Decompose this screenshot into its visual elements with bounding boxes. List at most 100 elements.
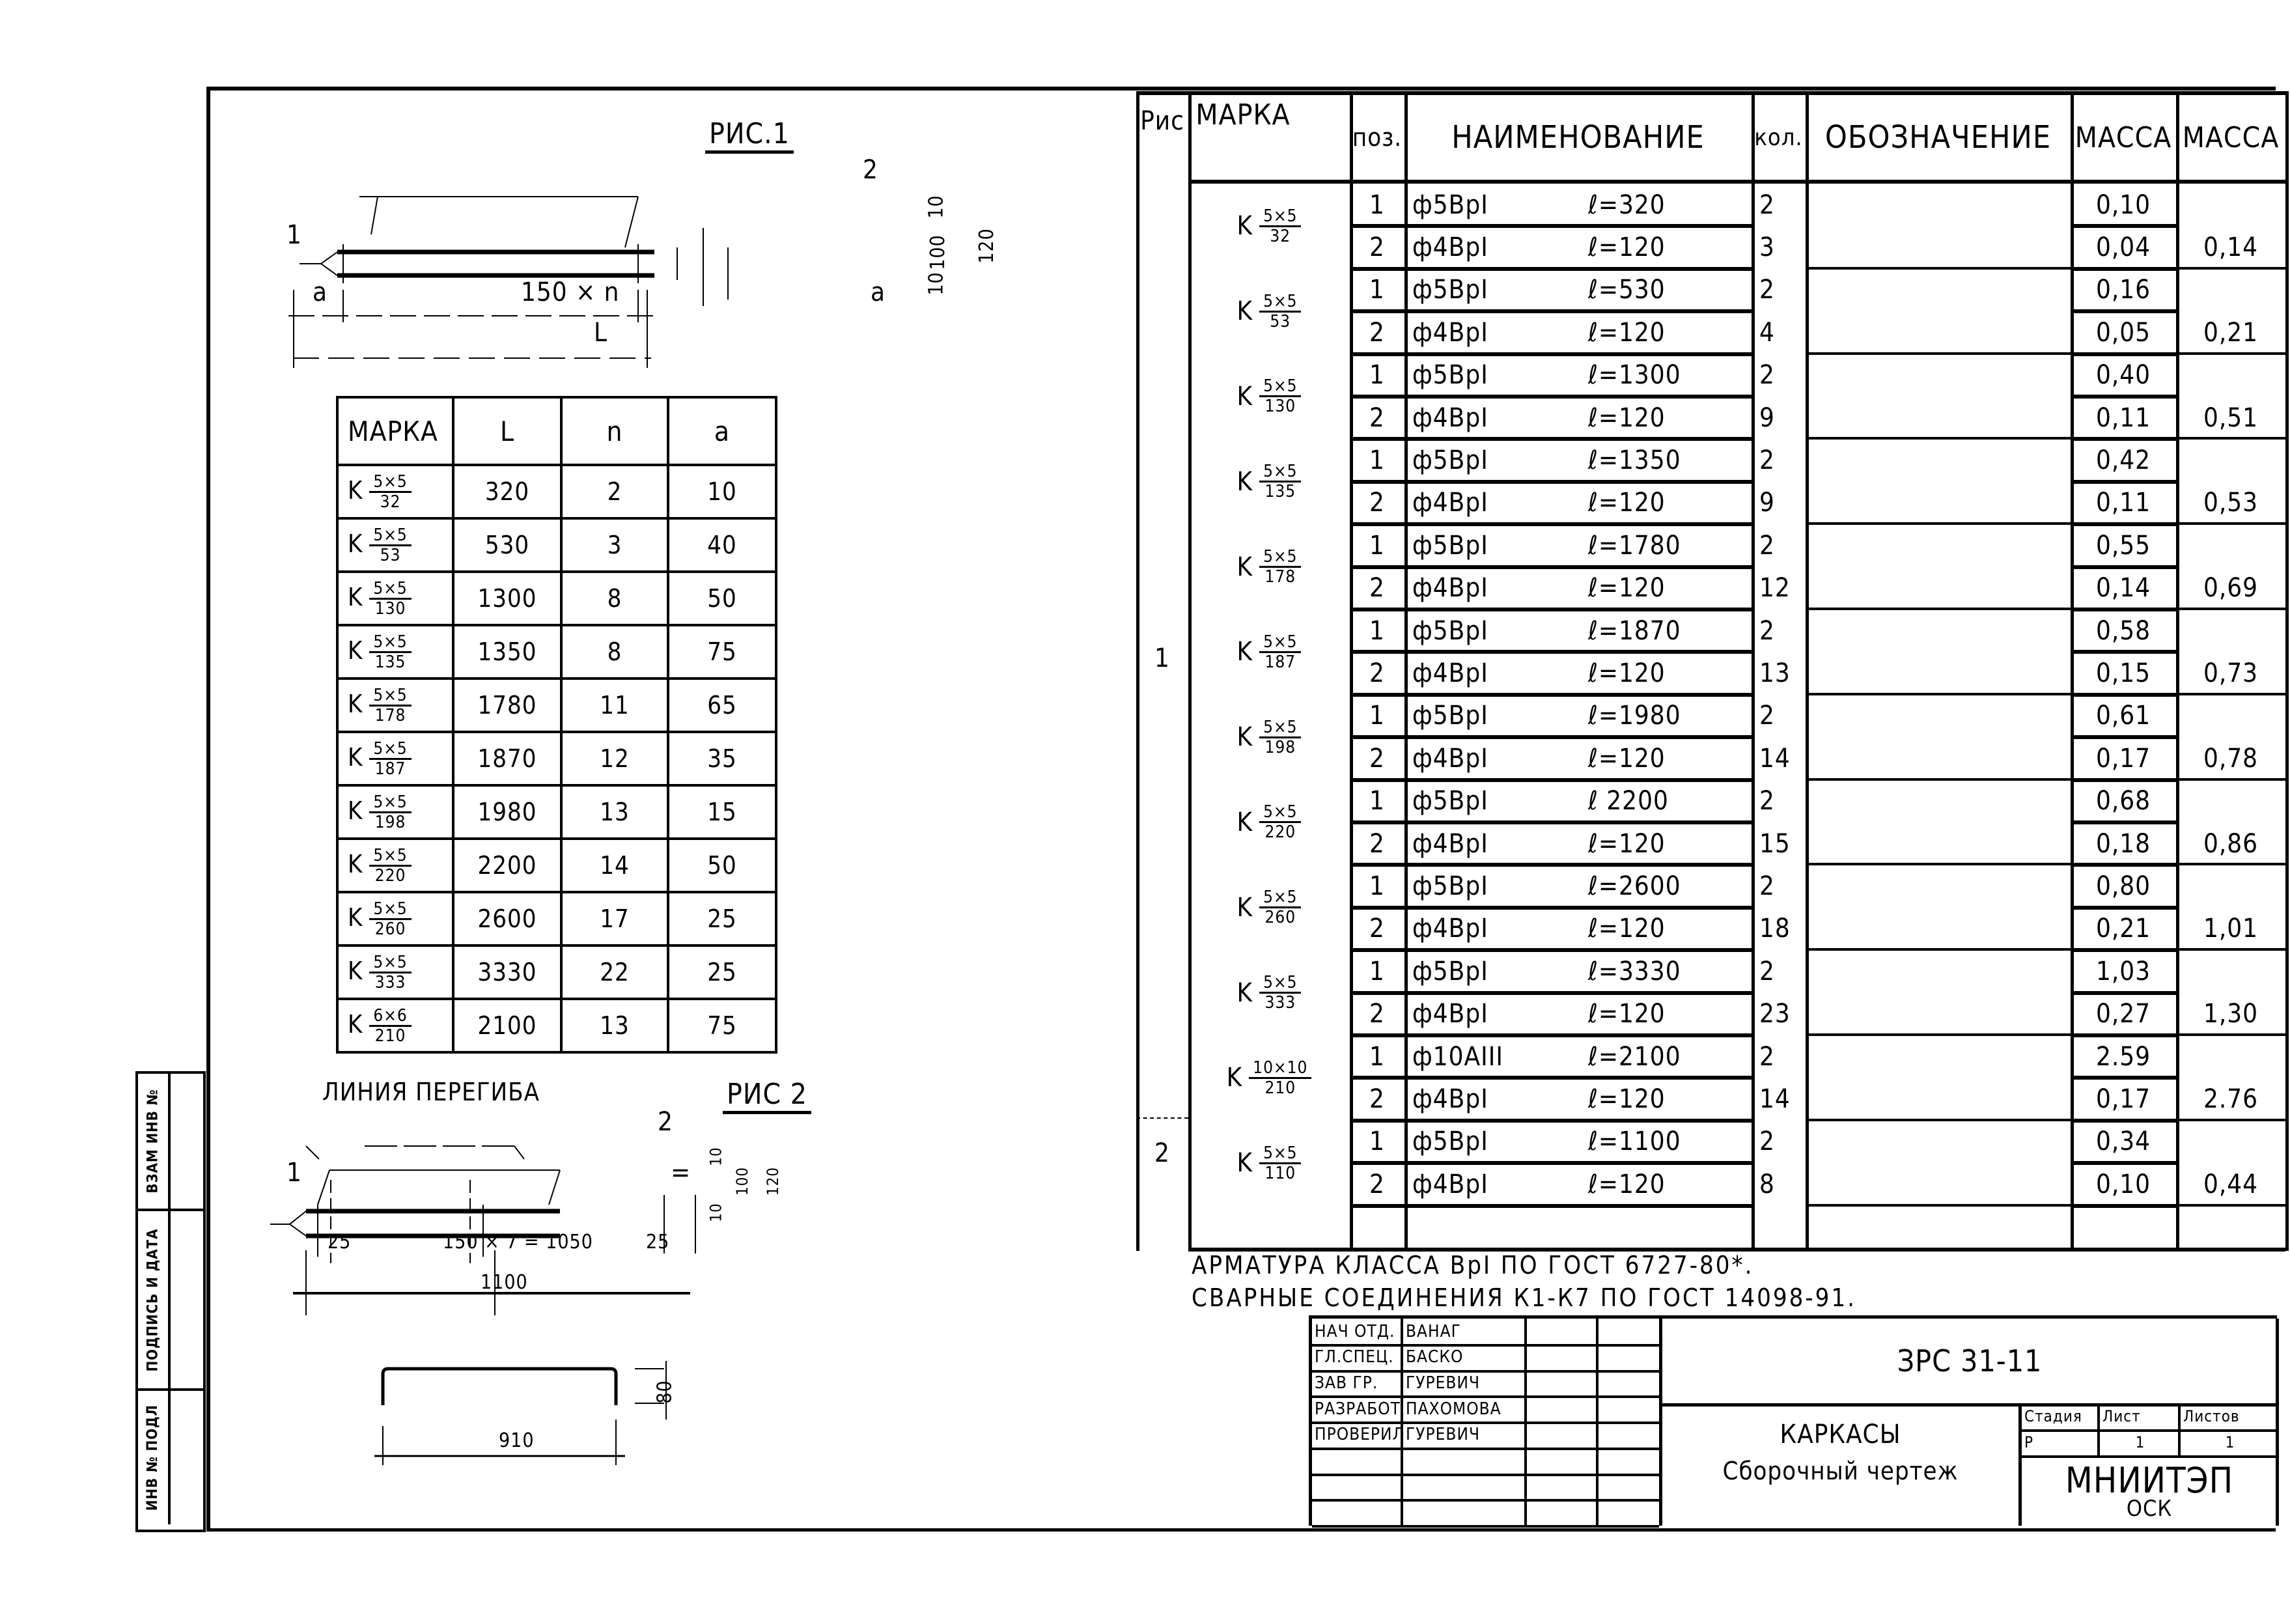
- item-pos: 1: [1369, 701, 1385, 731]
- signature-name: ПАХОМОВА: [1403, 1396, 1527, 1422]
- mark-letter: K: [348, 903, 363, 932]
- cell-n: 8: [560, 624, 669, 680]
- signature-name: ГУРЕВИЧ: [1403, 1370, 1527, 1396]
- mark-numerator: 5×5: [369, 953, 412, 973]
- item-bar: ф4ВрI: [1412, 232, 1488, 263]
- mark-letter: K: [348, 796, 363, 825]
- mark-denominator: 135: [374, 652, 406, 672]
- stamp-label: ПОДПИСЬ И ДАТА: [145, 1228, 161, 1371]
- figure-3-drawing: [374, 1361, 667, 1465]
- item-qty: 2: [1759, 189, 1775, 220]
- mark-letter: K: [1236, 552, 1253, 582]
- signature-name: [1403, 1499, 1527, 1525]
- cell-a: 35: [667, 731, 777, 787]
- mark-numerator: 5×5: [369, 847, 412, 867]
- item-mass: 0,05: [2095, 317, 2151, 348]
- drawing-title-line2: Сборочный чертеж: [1722, 1457, 1959, 1485]
- item-bar: ф4ВрI: [1412, 999, 1488, 1029]
- header-fig: Рис: [1140, 106, 1184, 136]
- item-pos: 2: [1369, 317, 1385, 348]
- figure-2-drawing: [270, 1145, 696, 1315]
- item-pos: 2: [1369, 573, 1385, 604]
- item-length: ℓ=1980: [1588, 701, 1681, 731]
- row-divider: [1350, 905, 1752, 910]
- item-bar: ф5ВрI: [1412, 445, 1488, 476]
- group-mass-total: 0,21: [2203, 317, 2259, 348]
- item-pos: 1: [1369, 956, 1385, 987]
- header-mass: МАССА: [2074, 120, 2172, 154]
- item-bar: ф5ВрI: [1412, 615, 1488, 646]
- item-length: ℓ=1300: [1588, 360, 1681, 391]
- sheet-value: 1: [2135, 1433, 2145, 1451]
- item-qty: 2: [1759, 956, 1775, 987]
- item-qty: 14: [1759, 1084, 1791, 1115]
- mark-numerator: 5×5: [1259, 1144, 1302, 1164]
- mark-letter: K: [1236, 722, 1253, 753]
- item-bar: ф4ВрI: [1412, 488, 1488, 518]
- item-length: ℓ=1100: [1588, 1127, 1681, 1157]
- row-divider: [1350, 309, 1752, 314]
- item-length: ℓ=120: [1588, 1084, 1666, 1115]
- group-divider: [1806, 1033, 2285, 1036]
- group-divider: [1806, 1118, 2285, 1121]
- row-divider: [2071, 650, 2176, 654]
- bent-bar: [381, 1367, 618, 1405]
- header-designation: ОБОЗНАЧЕНИЕ: [1824, 119, 2052, 156]
- mark-denominator: 198: [374, 812, 406, 832]
- item-qty: 2: [1759, 701, 1775, 731]
- mark-denominator: 178: [1264, 567, 1296, 587]
- dim-height-total: 120: [764, 1166, 783, 1196]
- row-divider: [2071, 479, 2176, 484]
- item-pos: 2: [1369, 828, 1385, 859]
- cell-L: 2100: [452, 998, 563, 1054]
- group-mass-total: 1,01: [2203, 914, 2259, 944]
- dim-height-bottom: 10: [925, 272, 948, 296]
- item-bar: ф5ВрI: [1412, 956, 1488, 987]
- item-qty: 2: [1759, 786, 1775, 817]
- row-divider: [2071, 820, 2176, 824]
- header-n: n: [560, 396, 669, 466]
- item-pos: 1: [1369, 1041, 1385, 1072]
- dim-end-right: 25: [646, 1231, 670, 1253]
- mark-numerator: 5×5: [369, 740, 412, 760]
- cell-n: 22: [560, 944, 669, 1000]
- dim-width: 910: [499, 1429, 535, 1452]
- item-bar: ф4ВрI: [1412, 743, 1488, 774]
- mark-denominator: 210: [374, 1026, 406, 1046]
- item-mass: 0,80: [2095, 871, 2151, 902]
- item-length: ℓ=530: [1588, 275, 1666, 305]
- item-pos: 1: [1369, 615, 1385, 646]
- item-bar: ф5ВрI: [1412, 530, 1488, 561]
- signature-sign: [1527, 1499, 1599, 1525]
- row-divider: [1350, 437, 1752, 441]
- cell-L: 2600: [452, 891, 563, 947]
- leader-line-2-right: [624, 196, 639, 248]
- item-length: ℓ=120: [1588, 232, 1666, 263]
- group-divider: [1806, 1203, 2285, 1207]
- mark-letter: K: [1236, 977, 1253, 1008]
- row-divider: [2071, 395, 2176, 399]
- item-bar: ф5ВрI: [1412, 786, 1488, 817]
- mark-numerator: 5×5: [1259, 462, 1302, 483]
- dim-height-top: 10: [925, 195, 948, 219]
- item-length: ℓ=1780: [1588, 530, 1681, 561]
- cell-a: 75: [667, 998, 777, 1054]
- group-mass-total: 2.76: [2203, 1084, 2259, 1115]
- mark-denominator: 260: [1264, 908, 1296, 928]
- group-mass-total: 0,51: [2203, 402, 2259, 433]
- row-divider: [2071, 608, 2176, 611]
- dim-spacing: 150 × n: [521, 277, 620, 307]
